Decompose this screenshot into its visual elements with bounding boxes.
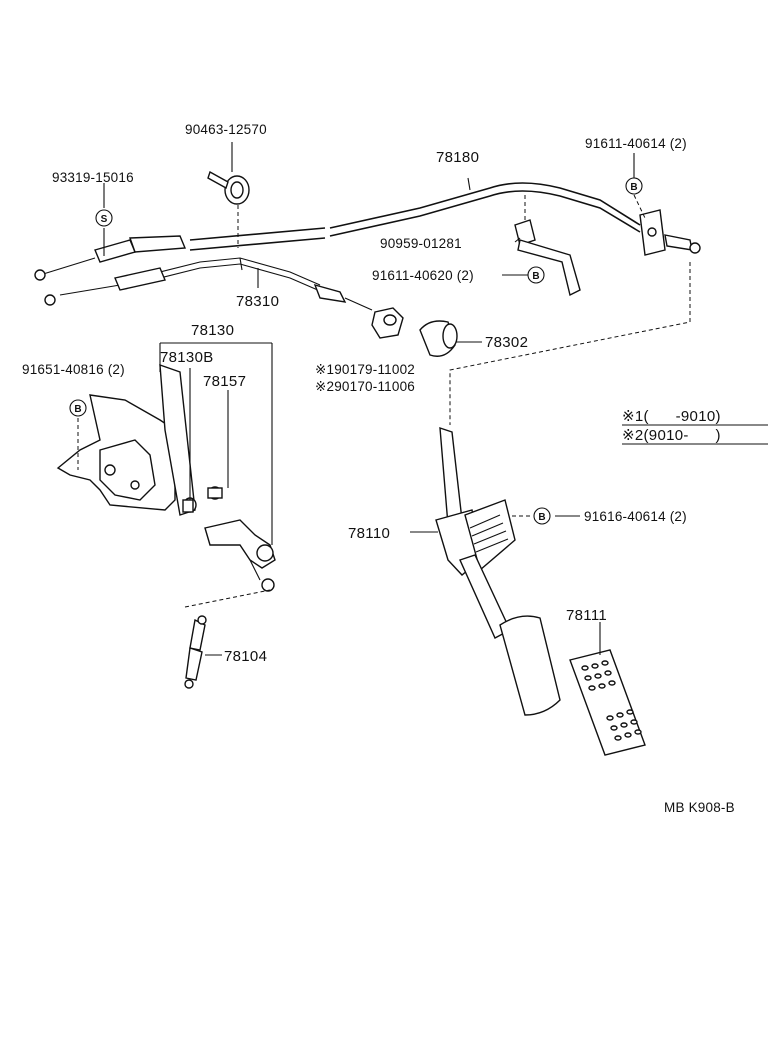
label-78130: 78130	[191, 322, 234, 339]
svg-text:S: S	[101, 214, 108, 225]
note-1: ※1( -9010)	[622, 408, 721, 425]
mark-s-93319: S	[95, 209, 113, 227]
label-90959-01281: 90959-01281	[380, 236, 462, 251]
mark-b-91611a: B	[625, 177, 643, 195]
bushing-78130b	[182, 497, 197, 513]
label-290170-11006: ※290170-11006	[315, 379, 415, 394]
svg-text:B: B	[74, 404, 81, 415]
label-78110: 78110	[348, 525, 390, 542]
cable-78180	[189, 182, 641, 251]
label-78111: 78111	[566, 607, 607, 624]
cable-78310	[34, 235, 373, 311]
leader-lines-78130	[159, 342, 273, 545]
label-93319-15016: 93319-15016	[52, 170, 134, 185]
label-190179-11002: ※190179-11002	[315, 362, 415, 377]
bushing-78157	[207, 486, 223, 500]
label-78157: 78157	[203, 373, 246, 390]
label-90463-12570: 90463-12570	[185, 122, 267, 137]
svg-text:B: B	[532, 271, 539, 282]
svg-text:B: B	[630, 182, 637, 193]
clamp-90959	[514, 219, 581, 297]
pedal-pad-78111	[569, 649, 646, 756]
clip-90463	[207, 170, 250, 205]
diagram-reference: MB K908-B	[664, 800, 735, 815]
link-rod-78104	[184, 615, 207, 689]
mark-b-91616: B	[533, 507, 551, 525]
label-91651-40816: 91651-40816 (2)	[22, 362, 125, 377]
cable-end-bracket-right	[639, 209, 701, 256]
label-91611-40620: 91611-40620 (2)	[372, 268, 474, 283]
svg-text:B: B	[538, 512, 545, 523]
mark-b-91611b: B	[527, 266, 545, 284]
accelerator-pedal-78110	[435, 427, 561, 716]
label-91611-40614: 91611-40614 (2)	[585, 136, 687, 151]
mark-b-91651: B	[69, 399, 87, 417]
label-78180: 78180	[436, 149, 479, 166]
label-78130b: 78130B	[160, 349, 214, 366]
note-2: ※2(9010- )	[622, 427, 721, 444]
nut-190179	[371, 307, 404, 339]
label-91616-40614: 91616-40614 (2)	[584, 509, 687, 524]
label-78104: 78104	[224, 648, 267, 665]
label-78310: 78310	[236, 293, 279, 310]
bracket-78130	[56, 363, 196, 516]
lever-78130	[204, 519, 276, 592]
grommet-78302	[419, 320, 458, 357]
label-78302: 78302	[485, 334, 528, 351]
